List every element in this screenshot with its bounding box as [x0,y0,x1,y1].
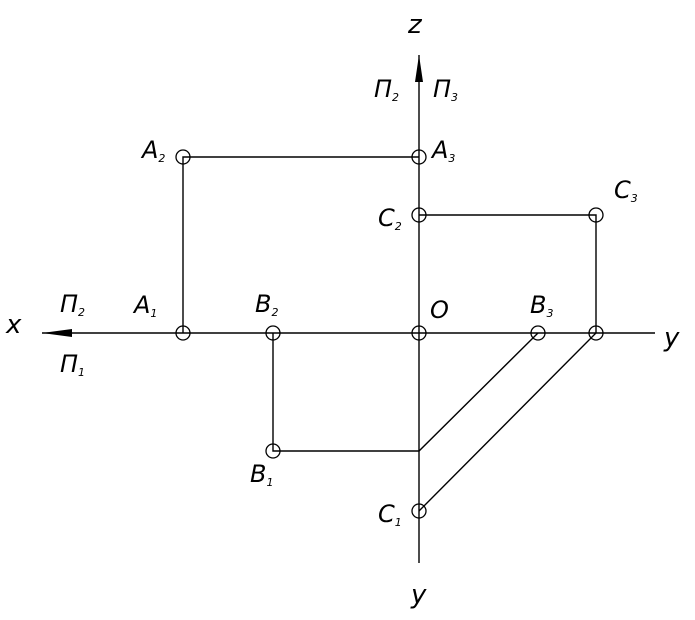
label-b2: B2 [255,290,278,319]
plane-label-p1-left: Π1 [60,350,85,379]
plane-label-p2-left: Π2 [60,290,85,319]
label-b3: B3 [530,291,553,320]
point-c3 [588,207,604,223]
axis-label-y-bottom: y [410,580,427,610]
point-b1 [265,443,281,459]
origin-label: O [430,296,449,324]
point-a1 [175,325,191,341]
axis-label-z: z [407,10,423,40]
z-axis-arrow-icon [415,55,423,82]
a-link-line [182,156,419,333]
axis-label-y-right: y [663,323,680,353]
label-b1: B1 [250,460,273,489]
b-link-line [272,332,539,452]
plane-label-p2-top: Π2 [374,75,399,104]
point-y-c [588,325,604,341]
point-b2 [265,325,281,341]
label-c3: C3 [614,176,638,205]
label-a2: A2 [140,136,165,165]
label-c1: C1 [378,500,402,529]
point-c2 [411,207,427,223]
x-axis-arrow-icon [42,329,72,337]
point-a3 [411,149,427,165]
label-a1: A1 [132,291,157,320]
point-c1 [411,503,427,519]
point-b3 [530,325,546,341]
axis-label-x: x [5,310,22,340]
label-a3: A3 [430,136,455,165]
plane-label-p3-top: Π3 [433,75,458,104]
origin-point [411,325,427,341]
c-link-line [418,214,597,512]
point-a2 [175,149,191,165]
label-c2: C2 [378,204,402,233]
